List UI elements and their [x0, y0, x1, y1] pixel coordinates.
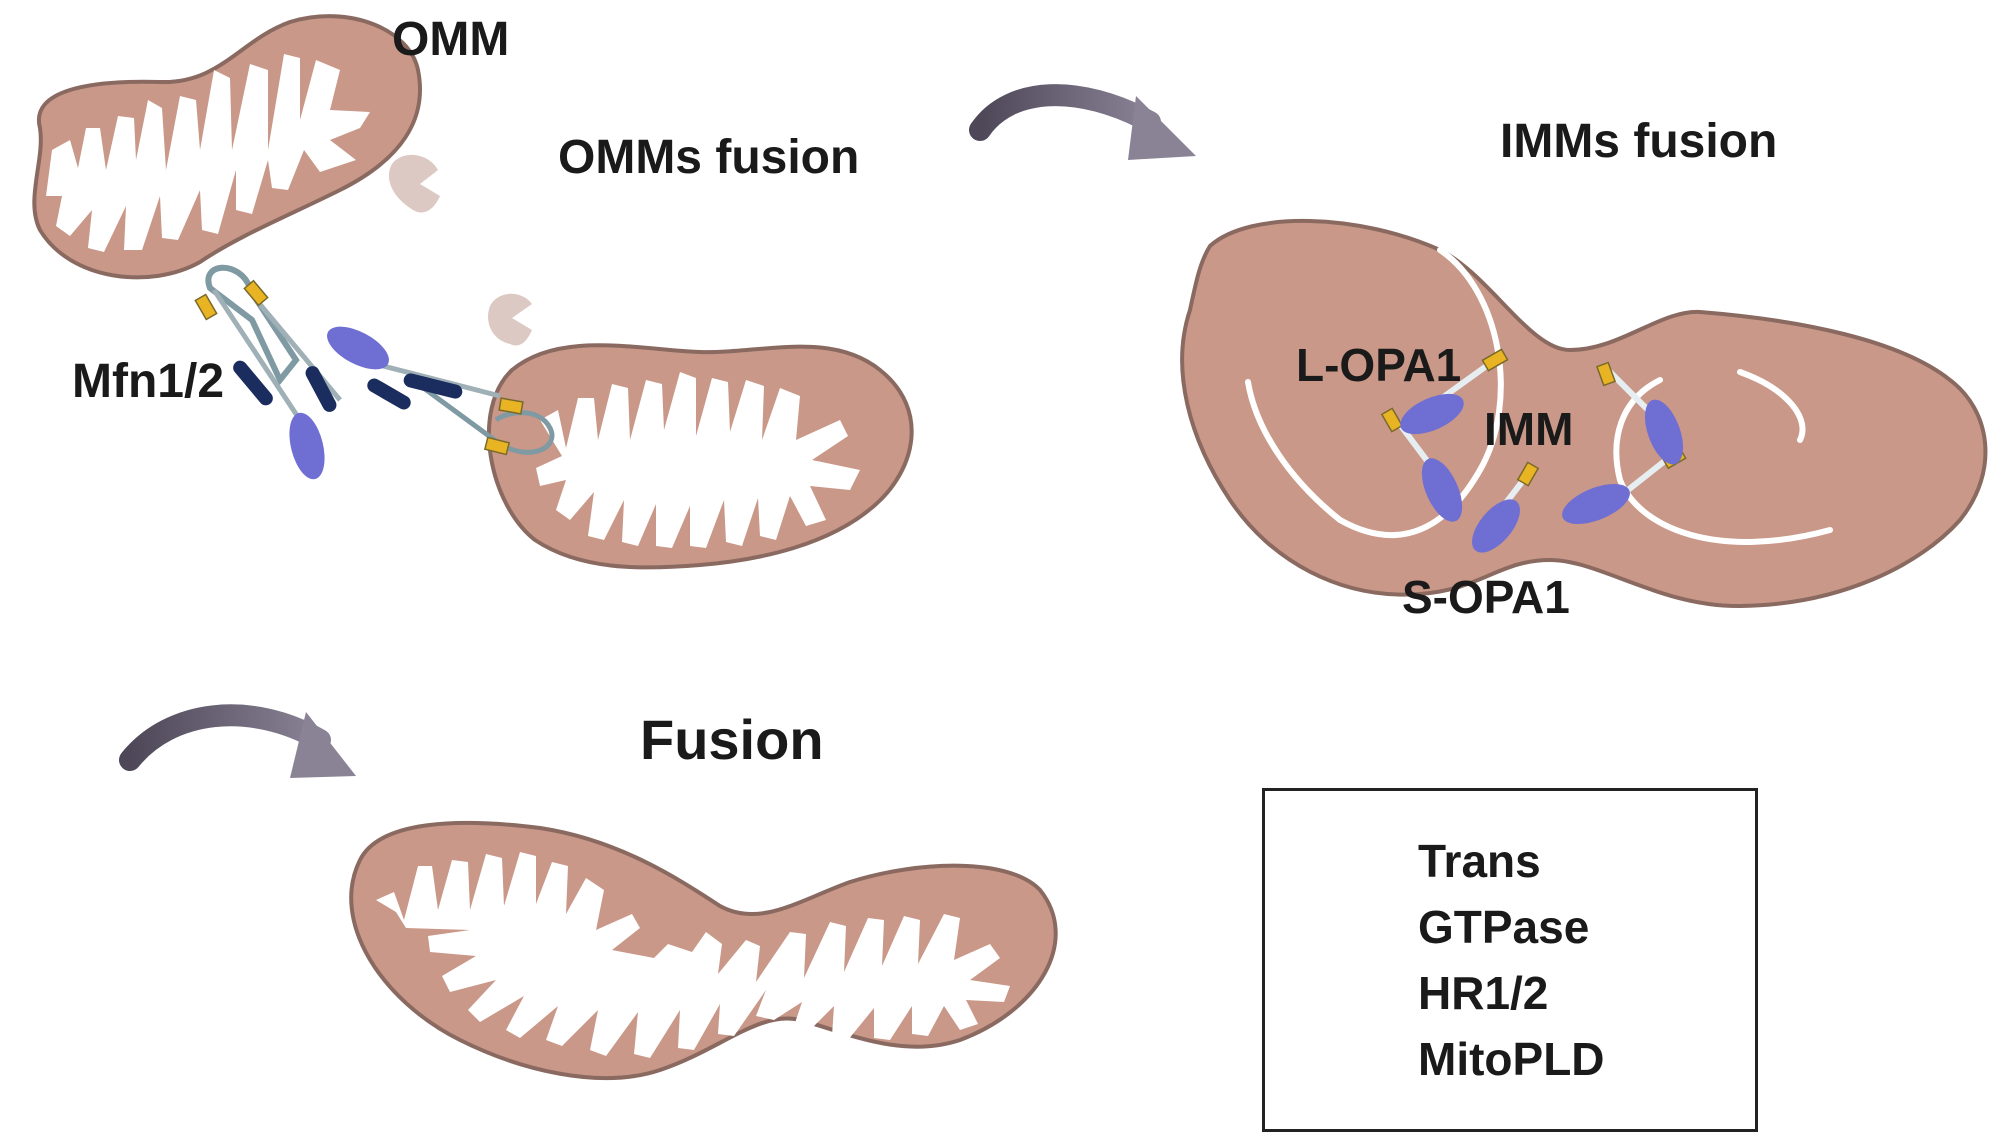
- gtpase-icon: [1421, 458, 1463, 522]
- trans-icon: [483, 436, 511, 456]
- trans-icon: [1516, 461, 1540, 487]
- hr12-icon: [233, 360, 273, 406]
- hr12-icon: [305, 366, 337, 412]
- mitopld-icon: [488, 293, 532, 346]
- legend-label-gtpase: GTPase: [1418, 901, 1590, 953]
- gtpase-icon: [327, 326, 389, 370]
- legend-label-trans: Trans: [1418, 835, 1541, 887]
- mitochondrion-middle: [486, 343, 914, 570]
- fused-mitochondrion: [349, 820, 1058, 1081]
- legend-label-hr12: HR1/2: [1418, 967, 1549, 1019]
- omm-label: OMM: [392, 13, 510, 66]
- legend-label-mitopld: MitoPLD: [1418, 1033, 1605, 1085]
- omms-fusion-label: OMMs fusion: [558, 131, 860, 184]
- trans-icon: [1380, 407, 1404, 433]
- imms-fusion-label: IMMs fusion: [1500, 115, 1778, 168]
- fusion-label: Fusion: [640, 708, 824, 771]
- hr12-icon: [367, 378, 411, 410]
- arrow-imm-to-fusion: [119, 704, 356, 778]
- gtpase-icon: [1562, 483, 1630, 525]
- trans-icon: [243, 279, 269, 307]
- gtpase-icon: [1400, 393, 1464, 435]
- arrow-omm-to-imm: [969, 84, 1196, 160]
- legend: [1262, 788, 1758, 1132]
- hr12-icon: [403, 373, 463, 399]
- mfn-label: Mfn1/2: [72, 355, 225, 408]
- gtpase-icon: [289, 412, 325, 480]
- mfn-tether-complex: [194, 264, 555, 480]
- gtpase-icon: [1472, 499, 1520, 553]
- imm-fusion-mitochondrion: [1180, 219, 1988, 609]
- mitochondrion-top-left: [32, 14, 422, 280]
- mitopld-icon: [388, 154, 440, 213]
- l-opa1-label: L-OPA1: [1296, 339, 1462, 391]
- trans-icon: [1481, 348, 1509, 372]
- trans-icon: [1595, 361, 1617, 387]
- s-opa1-label: S-OPA1: [1402, 571, 1570, 623]
- trans-icon: [194, 293, 218, 321]
- imm-label: IMM: [1484, 403, 1574, 455]
- trans-icon: [498, 397, 524, 415]
- gtpase-icon: [1644, 399, 1684, 465]
